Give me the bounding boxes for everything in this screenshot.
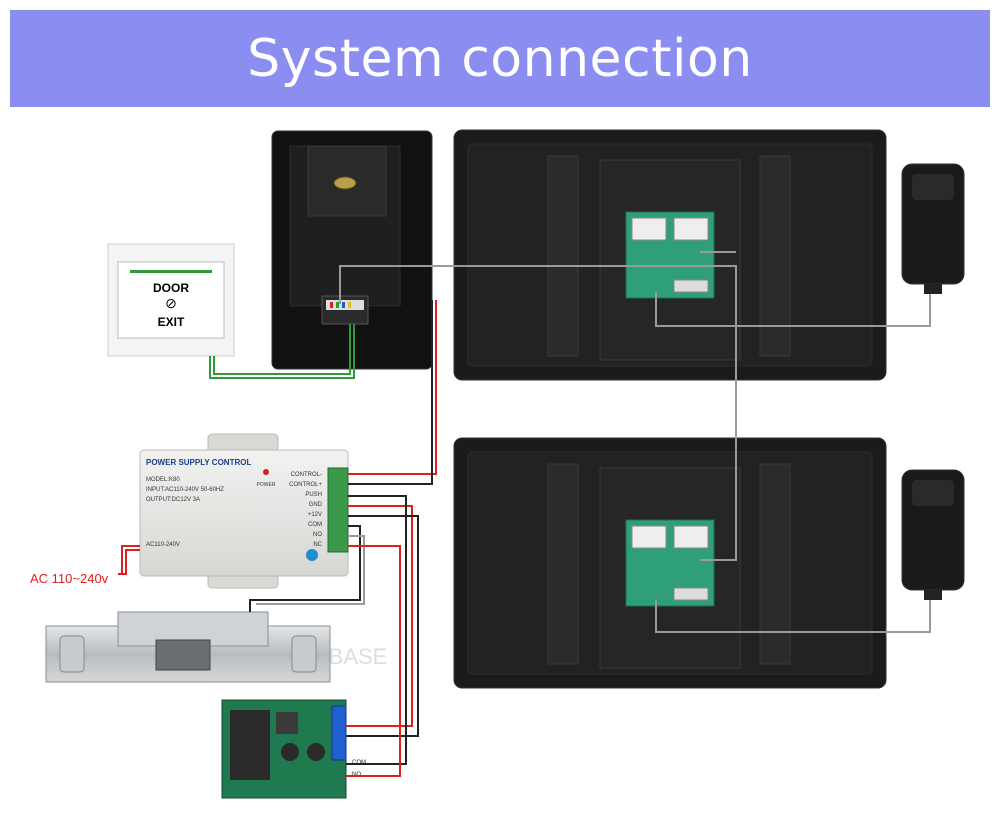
terminal-label: NC [313, 542, 322, 548]
door-exit-button: DOOR ⊘ EXIT [107, 243, 235, 357]
terminal-label: CONTROL- [291, 472, 322, 478]
brand-logo [306, 549, 318, 561]
terminal-label: +12V [308, 512, 322, 518]
ps-power-label: POWER [257, 482, 276, 488]
indoor-monitor-2 [453, 437, 887, 689]
title-banner: System connection [10, 10, 990, 107]
ps-header: POWER SUPPLY CONTROL [146, 458, 251, 467]
lock-watermark: BASE [329, 644, 388, 669]
ps-ac-label: AC110-240V [146, 542, 180, 548]
power-adapter-1 [901, 163, 965, 294]
power-led [263, 469, 269, 475]
ac-input-label: AC 110~240v [30, 571, 109, 586]
terminal-block [327, 467, 349, 553]
terminal-label: CONTROL+ [289, 482, 322, 488]
exit-button-line1: DOOR [153, 281, 189, 295]
electric-strike-lock: BASE [45, 611, 388, 683]
wiring [209, 251, 931, 777]
ps-output: OUTPUT:DC12V 3A [146, 497, 200, 503]
ps-model: MODEL:K80 [146, 477, 180, 483]
terminal-label: PUSH [305, 492, 322, 498]
terminal-label: COM [308, 522, 322, 528]
terminal-label: NO [313, 532, 322, 538]
wireless-receiver: COM NO [221, 699, 366, 799]
ps-input: INPUT:AC110-240V 50-60HZ [146, 487, 224, 493]
indoor-monitor-1 [453, 129, 887, 381]
power-adapter-2 [901, 469, 965, 600]
page-title: System connection [247, 28, 753, 89]
key-icon: ⊘ [165, 295, 177, 311]
power-supply-control: POWER SUPPLY CONTROL MODEL:K80 INPUT:AC1… [139, 433, 349, 589]
terminal-label: GND [309, 502, 323, 508]
outdoor-camera-unit [271, 130, 433, 370]
exit-button-line2: EXIT [158, 315, 185, 329]
